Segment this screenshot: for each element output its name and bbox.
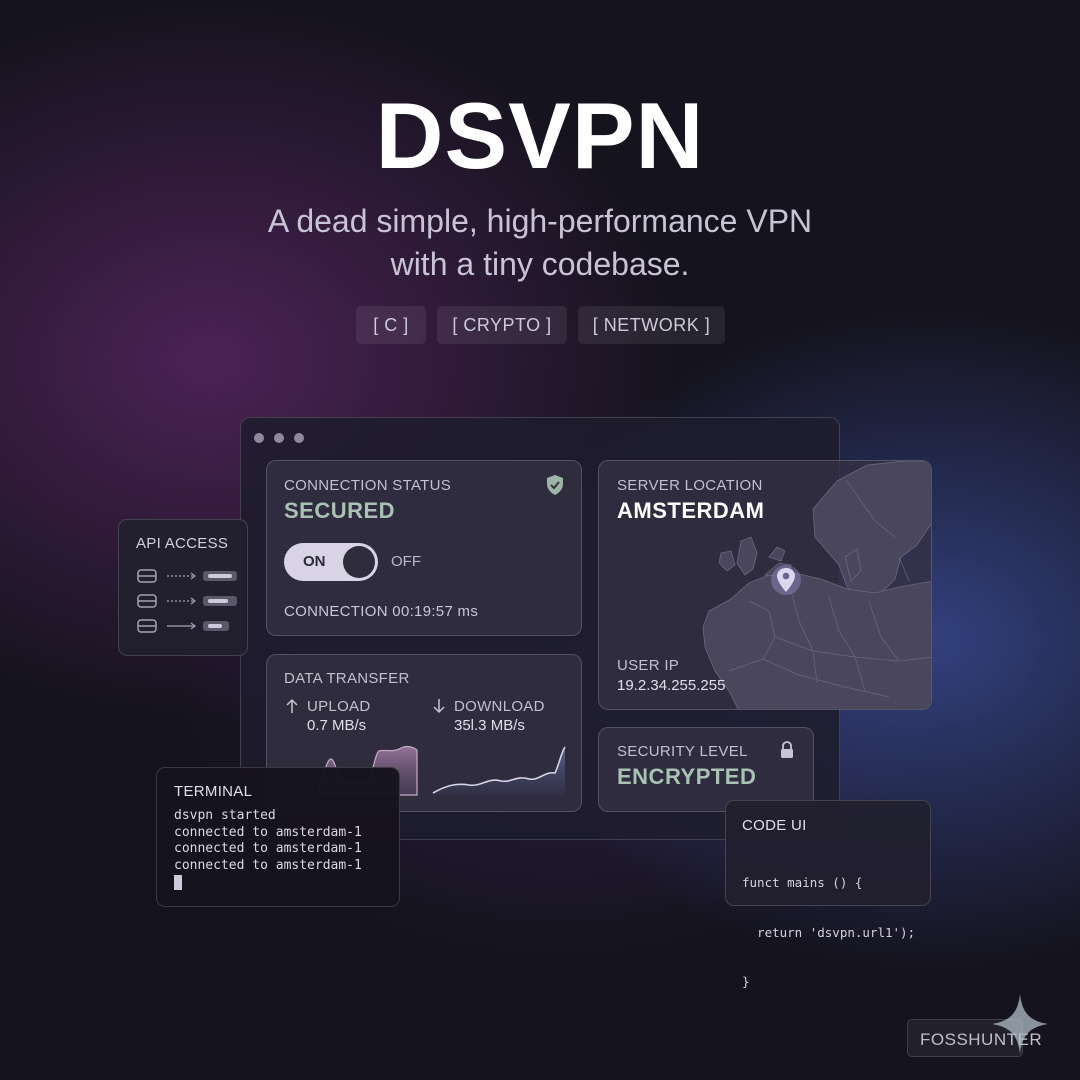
window-minimize-dot[interactable] bbox=[274, 433, 284, 443]
toggle-off-label[interactable]: OFF bbox=[391, 553, 421, 570]
download-value: 35l.3 MB/s bbox=[454, 717, 525, 734]
watermark-text: FOSSHUNTER bbox=[920, 1030, 1043, 1049]
tag-network[interactable]: [ NETWORK ] bbox=[578, 306, 725, 344]
subtitle-line-2: with a tiny codebase. bbox=[390, 246, 690, 282]
endpoint-pill-icon bbox=[203, 571, 237, 631]
user-ip-value: 19.2.34.255.255 bbox=[617, 677, 726, 694]
page-subtitle: A dead simple, high-performance VPN with… bbox=[0, 200, 1080, 286]
toggle-knob[interactable] bbox=[343, 546, 375, 578]
page-title: DSVPN bbox=[375, 83, 705, 188]
user-ip-label: USER IP bbox=[617, 657, 680, 674]
upload-label: UPLOAD bbox=[307, 698, 371, 715]
connection-status-value: SECURED bbox=[284, 498, 396, 523]
connection-status-label: CONNECTION STATUS bbox=[284, 477, 452, 494]
terminal-line: dsvpn started bbox=[174, 808, 276, 823]
database-icon bbox=[137, 569, 157, 633]
subtitle-line-1: A dead simple, high-performance VPN bbox=[267, 203, 813, 239]
security-level-card bbox=[598, 727, 814, 812]
terminal-line: connected to amsterdam-1 bbox=[174, 841, 362, 856]
data-transfer-label: DATA TRANSFER bbox=[284, 670, 410, 687]
upload-value: 0.7 MB/s bbox=[307, 717, 367, 734]
connection-timer: CONNECTION 00:19:57 ms bbox=[284, 603, 479, 620]
terminal-line: connected to amsterdam-1 bbox=[174, 857, 362, 873]
server-location-card bbox=[598, 460, 932, 710]
download-sparkline-fill bbox=[433, 747, 565, 795]
code-ui-panel bbox=[725, 800, 931, 906]
code-ui-label: CODE UI bbox=[742, 817, 807, 834]
server-location-label: SERVER LOCATION bbox=[617, 477, 763, 494]
tag-c[interactable]: [ C ] bbox=[356, 306, 426, 344]
arrow-up-icon bbox=[286, 698, 298, 713]
lock-icon bbox=[781, 741, 793, 758]
download-sparkline bbox=[432, 746, 566, 794]
api-endpoint-list bbox=[137, 569, 237, 633]
window-maximize-dot[interactable] bbox=[294, 433, 304, 443]
arrow-down-icon bbox=[433, 699, 445, 714]
api-access-panel bbox=[118, 519, 248, 656]
terminal-output: dsvpn started connected to amsterdam-1 c… bbox=[174, 808, 362, 874]
terminal-panel bbox=[156, 767, 400, 907]
sparkle-icon bbox=[992, 994, 1048, 1054]
map-pin-icon[interactable] bbox=[770, 563, 802, 603]
toggle-on-label: ON bbox=[303, 553, 326, 570]
terminal-label: TERMINAL bbox=[174, 783, 253, 800]
arrow-right-icon bbox=[167, 572, 196, 630]
code-line: } bbox=[742, 974, 750, 989]
security-level-label: SECURITY LEVEL bbox=[617, 743, 748, 760]
code-line: return 'dsvpn.url1'); bbox=[742, 924, 916, 940]
security-level-value: ENCRYPTED bbox=[617, 764, 757, 789]
download-label: DOWNLOAD bbox=[454, 698, 545, 715]
terminal-line: connected to amsterdam-1 bbox=[174, 824, 362, 840]
window-close-dot[interactable] bbox=[254, 433, 264, 443]
europe-map bbox=[702, 461, 931, 709]
server-city: AMSTERDAM bbox=[617, 498, 765, 523]
terminal-cursor[interactable] bbox=[174, 875, 182, 890]
code-line: funct mains () { bbox=[742, 875, 863, 890]
code-snippet: funct mains () { return 'dsvpn.url1'); } bbox=[742, 842, 915, 1007]
shield-check-icon bbox=[547, 475, 563, 495]
tag-crypto[interactable]: [ CRYPTO ] bbox=[437, 306, 567, 344]
api-access-label: API ACCESS bbox=[136, 535, 229, 552]
